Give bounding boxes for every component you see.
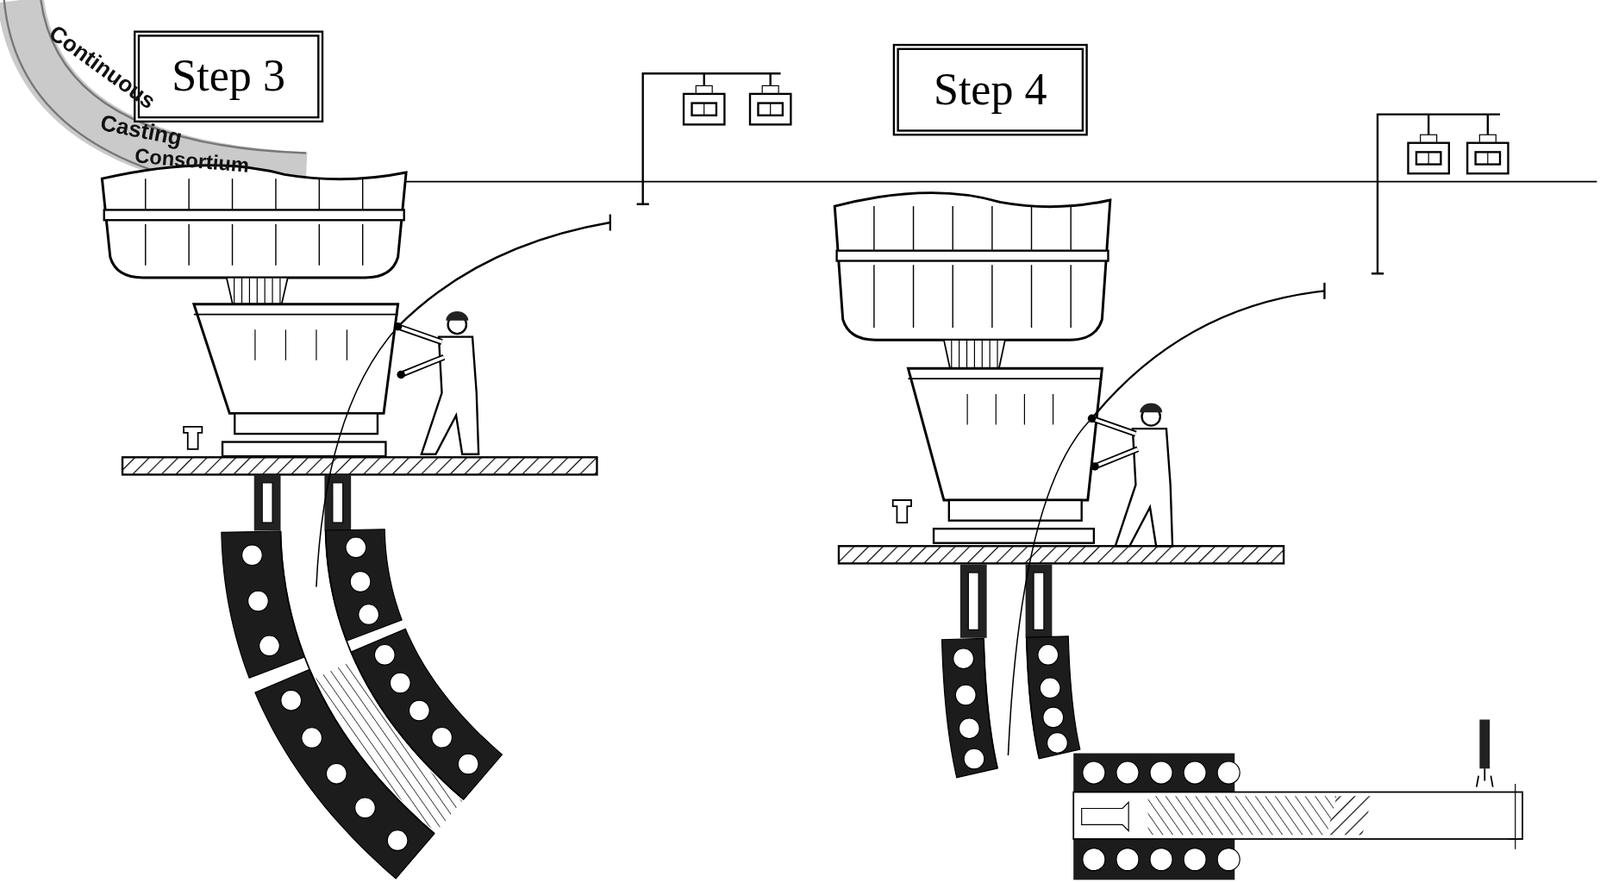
- step-label: Step 3: [171, 54, 286, 100]
- caster-step4: [834, 114, 1523, 881]
- step-box: Step 4: [893, 43, 1088, 137]
- step-box: Step 3: [133, 31, 324, 124]
- ground-line: [400, 181, 1597, 183]
- runout-section: [1073, 718, 1523, 880]
- step-label: Step 4: [933, 67, 1048, 113]
- caster-step3: [101, 73, 791, 879]
